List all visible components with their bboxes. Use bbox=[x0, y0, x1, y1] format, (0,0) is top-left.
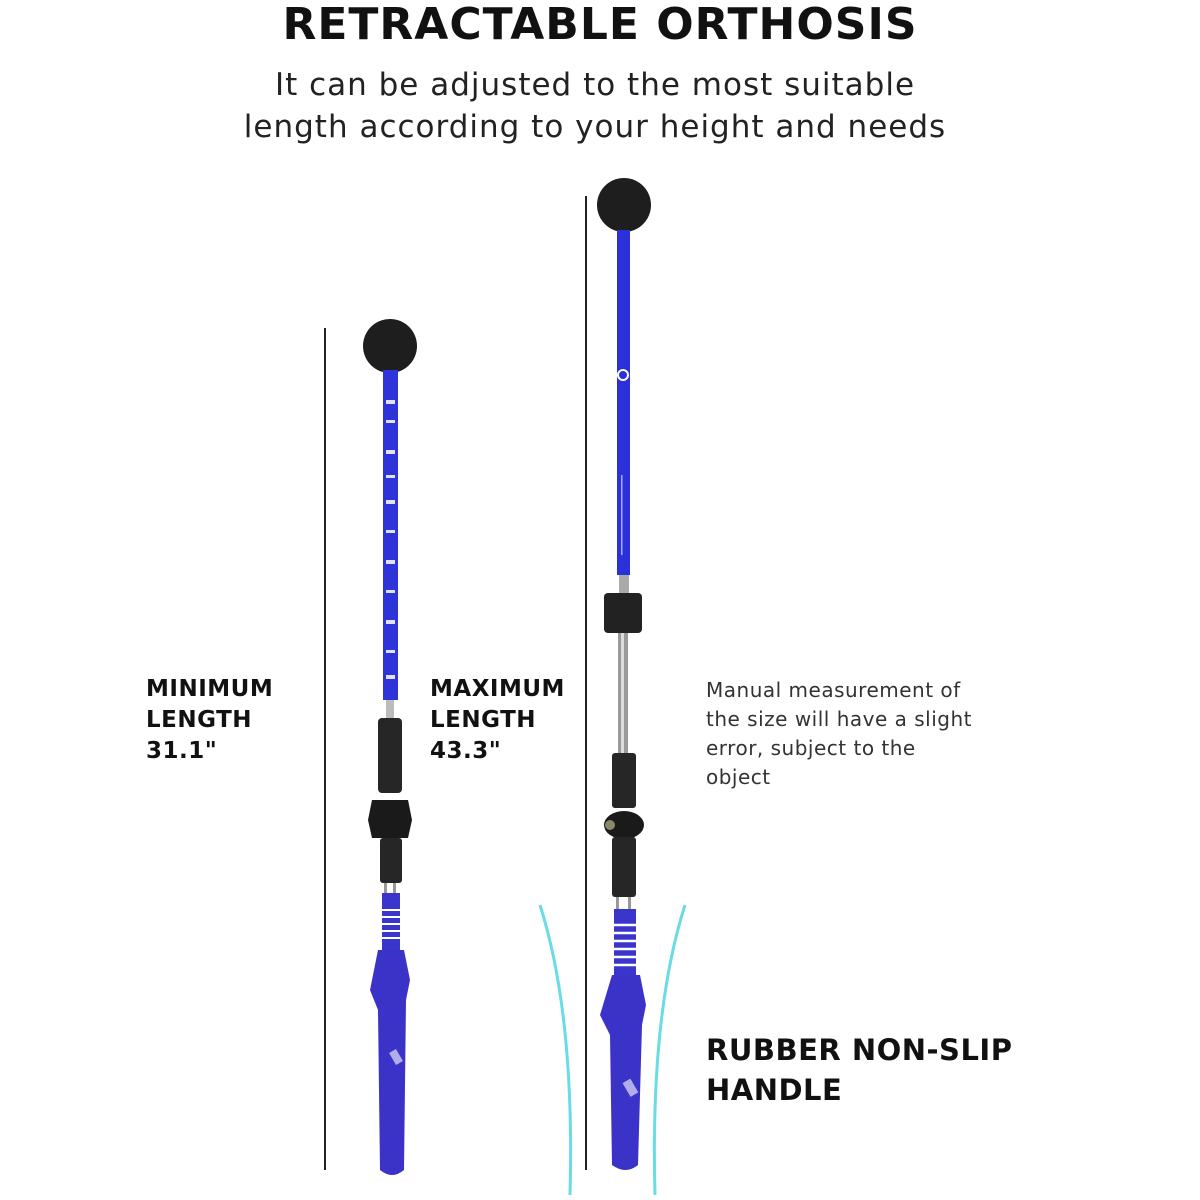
subtitle: It can be adjusted to the most suitable … bbox=[0, 64, 1190, 148]
minimum-length-label: MINIMUM LENGTH 31.1" bbox=[146, 674, 273, 767]
trainer-maximum-length-image bbox=[590, 175, 660, 1175]
minimum-label-line-2: LENGTH bbox=[146, 707, 253, 733]
handle-label-line-1: RUBBER NON-SLIP bbox=[706, 1033, 1013, 1067]
handle-label: RUBBER NON-SLIP HANDLE bbox=[706, 1030, 1012, 1110]
highlight-arc-icon bbox=[538, 904, 687, 1195]
subtitle-line-1: It can be adjusted to the most suitable bbox=[274, 67, 916, 103]
note-line-1: Manual measurement of bbox=[706, 678, 961, 702]
maximum-length-measure-line bbox=[585, 196, 587, 1170]
minimum-label-line-1: MINIMUM bbox=[146, 676, 274, 702]
golf-trainer-long-icon bbox=[597, 178, 651, 1170]
page-title: RETRACTABLE ORTHOSIS bbox=[282, 0, 918, 50]
handle-highlight-arcs bbox=[530, 895, 700, 1195]
measurement-note: Manual measurement of the size will have… bbox=[706, 676, 972, 792]
golf-trainer-short-icon bbox=[363, 319, 417, 1175]
minimum-length-measure-line bbox=[324, 328, 326, 1170]
subtitle-line-2: length according to your height and need… bbox=[243, 109, 947, 145]
note-line-4: object bbox=[706, 765, 771, 789]
note-line-3: error, subject to the bbox=[706, 736, 916, 760]
trainer-minimum-length-image bbox=[340, 310, 440, 1180]
maximum-length-label: MAXIMUM LENGTH 43.3" bbox=[430, 674, 565, 767]
maximum-label-line-2: LENGTH bbox=[430, 707, 537, 733]
maximum-length-value: 43.3" bbox=[430, 738, 502, 764]
handle-label-line-2: HANDLE bbox=[706, 1073, 843, 1107]
maximum-label-line-1: MAXIMUM bbox=[430, 676, 565, 702]
note-line-2: the size will have a slight bbox=[706, 707, 972, 731]
minimum-length-value: 31.1" bbox=[146, 738, 218, 764]
